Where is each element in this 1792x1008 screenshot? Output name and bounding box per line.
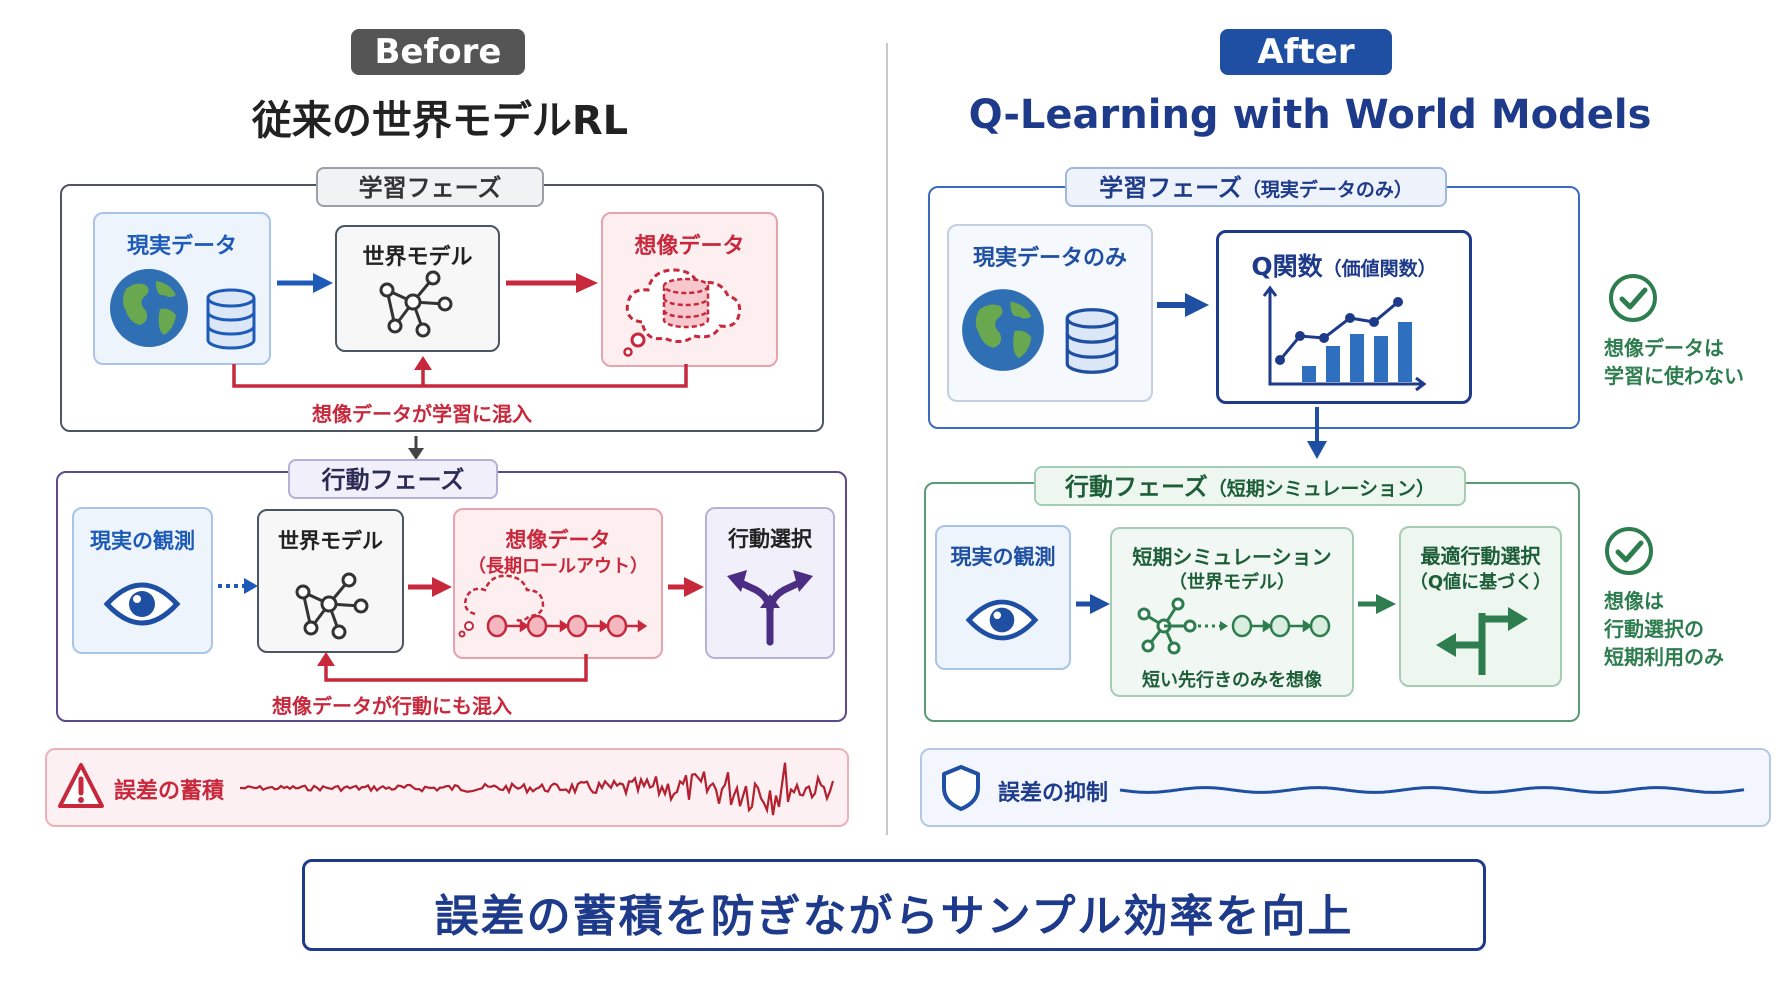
- after-action-note-line1: 想像は: [1604, 589, 1664, 613]
- after-learning-note-line1: 想像データは: [1604, 336, 1724, 360]
- after-q-function-main: Q関数: [1251, 252, 1323, 281]
- arrow-model-to-rollout: [408, 577, 452, 597]
- after-action-tab-main: 行動フェーズ: [1064, 473, 1208, 501]
- before-action-feedback-label: 想像データが行動にも混入: [272, 694, 512, 718]
- check-circle-icon: [1609, 274, 1657, 322]
- before-learning-feedback-arrow: [232, 356, 688, 388]
- conclusion-box: [302, 859, 1486, 951]
- database-icon: [206, 288, 256, 350]
- arrow-obs-to-model: [218, 578, 258, 594]
- arrow-obs-to-sim: [1076, 594, 1110, 614]
- line-bar-chart-icon: [1262, 285, 1427, 392]
- before-observation-label: 現実の観測: [90, 529, 195, 553]
- after-action-note-line2: 行動選択の: [1604, 617, 1704, 641]
- warning-icon: [58, 763, 104, 808]
- before-rollout-title: 想像データ: [505, 528, 611, 552]
- after-action-note-line3: 短期利用のみ: [1604, 645, 1724, 669]
- before-observation-box: 現実の観測: [72, 507, 213, 654]
- before-real-data-label: 現実データ: [126, 234, 237, 259]
- before-action-world-model-box: 世界モデル: [257, 509, 404, 653]
- after-sim-caption: 短い先行きのみを想像: [1142, 670, 1322, 691]
- before-title: 従来の世界モデルRL: [251, 98, 629, 144]
- after-learning-note-line2: 学習に使わない: [1604, 364, 1744, 388]
- after-sim-sub: （世界モデル）: [1169, 572, 1295, 593]
- after-learning-tab: 学習フェーズ（現実データのみ）: [1065, 167, 1447, 207]
- before-action-select-label: 行動選択: [728, 527, 812, 551]
- after-sim-box: 短期シミュレーション （世界モデル） 短い先行きのみを想像: [1110, 527, 1354, 697]
- globe-icon: [110, 269, 188, 347]
- network-icon: [379, 270, 453, 338]
- arrow-rollout-to-action: [668, 577, 704, 597]
- shield-icon: [942, 765, 980, 811]
- after-q-function-box: Q関数（価値関数）: [1216, 230, 1472, 404]
- after-best-action-sub: （Q値に基づく）: [1409, 572, 1552, 593]
- check-circle-icon: [1605, 527, 1653, 575]
- after-learning-tab-main: 学習フェーズ: [1099, 174, 1242, 202]
- before-rollout-sub: （長期ロールアウト）: [468, 556, 648, 577]
- after-badge: After: [1220, 29, 1392, 75]
- before-badge: Before: [351, 29, 525, 75]
- before-phase-down-arrow: [408, 436, 424, 460]
- globe-icon: [962, 289, 1044, 371]
- after-error-label: 誤差の抑制: [998, 781, 1109, 806]
- after-observation-box: 現実の観測: [935, 525, 1071, 670]
- signpost-arrow-icon: [1436, 607, 1528, 675]
- cloud-rollout-icon: [458, 574, 648, 638]
- short-rollout-icon: [1137, 597, 1331, 655]
- after-action-tab-sub: （短期シミュレーション）: [1207, 478, 1436, 500]
- after-action-tab: 行動フェーズ（短期シミュレーション）: [1034, 466, 1466, 506]
- before-error-label: 誤差の蓄積: [114, 779, 225, 804]
- cloud-database-icon: [623, 268, 742, 357]
- error-suppressed-wave: [1119, 786, 1745, 794]
- before-imagined-data-label: 想像データ: [634, 234, 745, 259]
- before-action-tab: 行動フェーズ: [288, 459, 498, 499]
- conclusion-text: 誤差の蓄積を防ぎながらサンプル効率を向上: [434, 891, 1354, 942]
- network-icon: [295, 572, 369, 640]
- before-action-feedback-arrow: [317, 652, 588, 682]
- after-title: Q-Learning with World Models: [968, 92, 1652, 138]
- eye-icon: [965, 599, 1039, 641]
- after-q-function-sub: （価値関数）: [1322, 258, 1437, 280]
- after-sim-title: 短期シミュレーション: [1132, 545, 1332, 569]
- arrow-model-to-imagined: [506, 273, 598, 293]
- arrow-real-to-model: [277, 273, 333, 293]
- error-accumulating-wave: [240, 762, 835, 816]
- after-q-function-label: Q関数（価値関数）: [1219, 247, 1469, 283]
- eye-icon: [103, 582, 181, 626]
- after-observation-label: 現実の観測: [950, 545, 1056, 569]
- database-icon: [1065, 308, 1119, 374]
- after-best-action-label: 最適行動選択: [1420, 544, 1541, 568]
- after-learning-tab-sub: （現実データのみ）: [1241, 179, 1413, 201]
- before-world-model-label: 世界モデル: [362, 245, 473, 270]
- center-divider: [886, 43, 888, 835]
- after-real-data-box: 現実データのみ: [947, 224, 1153, 402]
- before-action-world-model-label: 世界モデル: [278, 529, 383, 553]
- before-learning-tab: 学習フェーズ: [316, 167, 544, 207]
- after-phase-down-arrow: [1307, 407, 1327, 459]
- after-error-band: [920, 748, 1771, 827]
- arrow-sim-to-best: [1358, 594, 1396, 614]
- before-learning-feedback-label: 想像データが学習に混入: [312, 402, 532, 426]
- arrow-real-to-q: [1157, 293, 1209, 317]
- after-real-data-label: 現実データのみ: [972, 246, 1127, 271]
- split-arrow-icon: [727, 570, 813, 646]
